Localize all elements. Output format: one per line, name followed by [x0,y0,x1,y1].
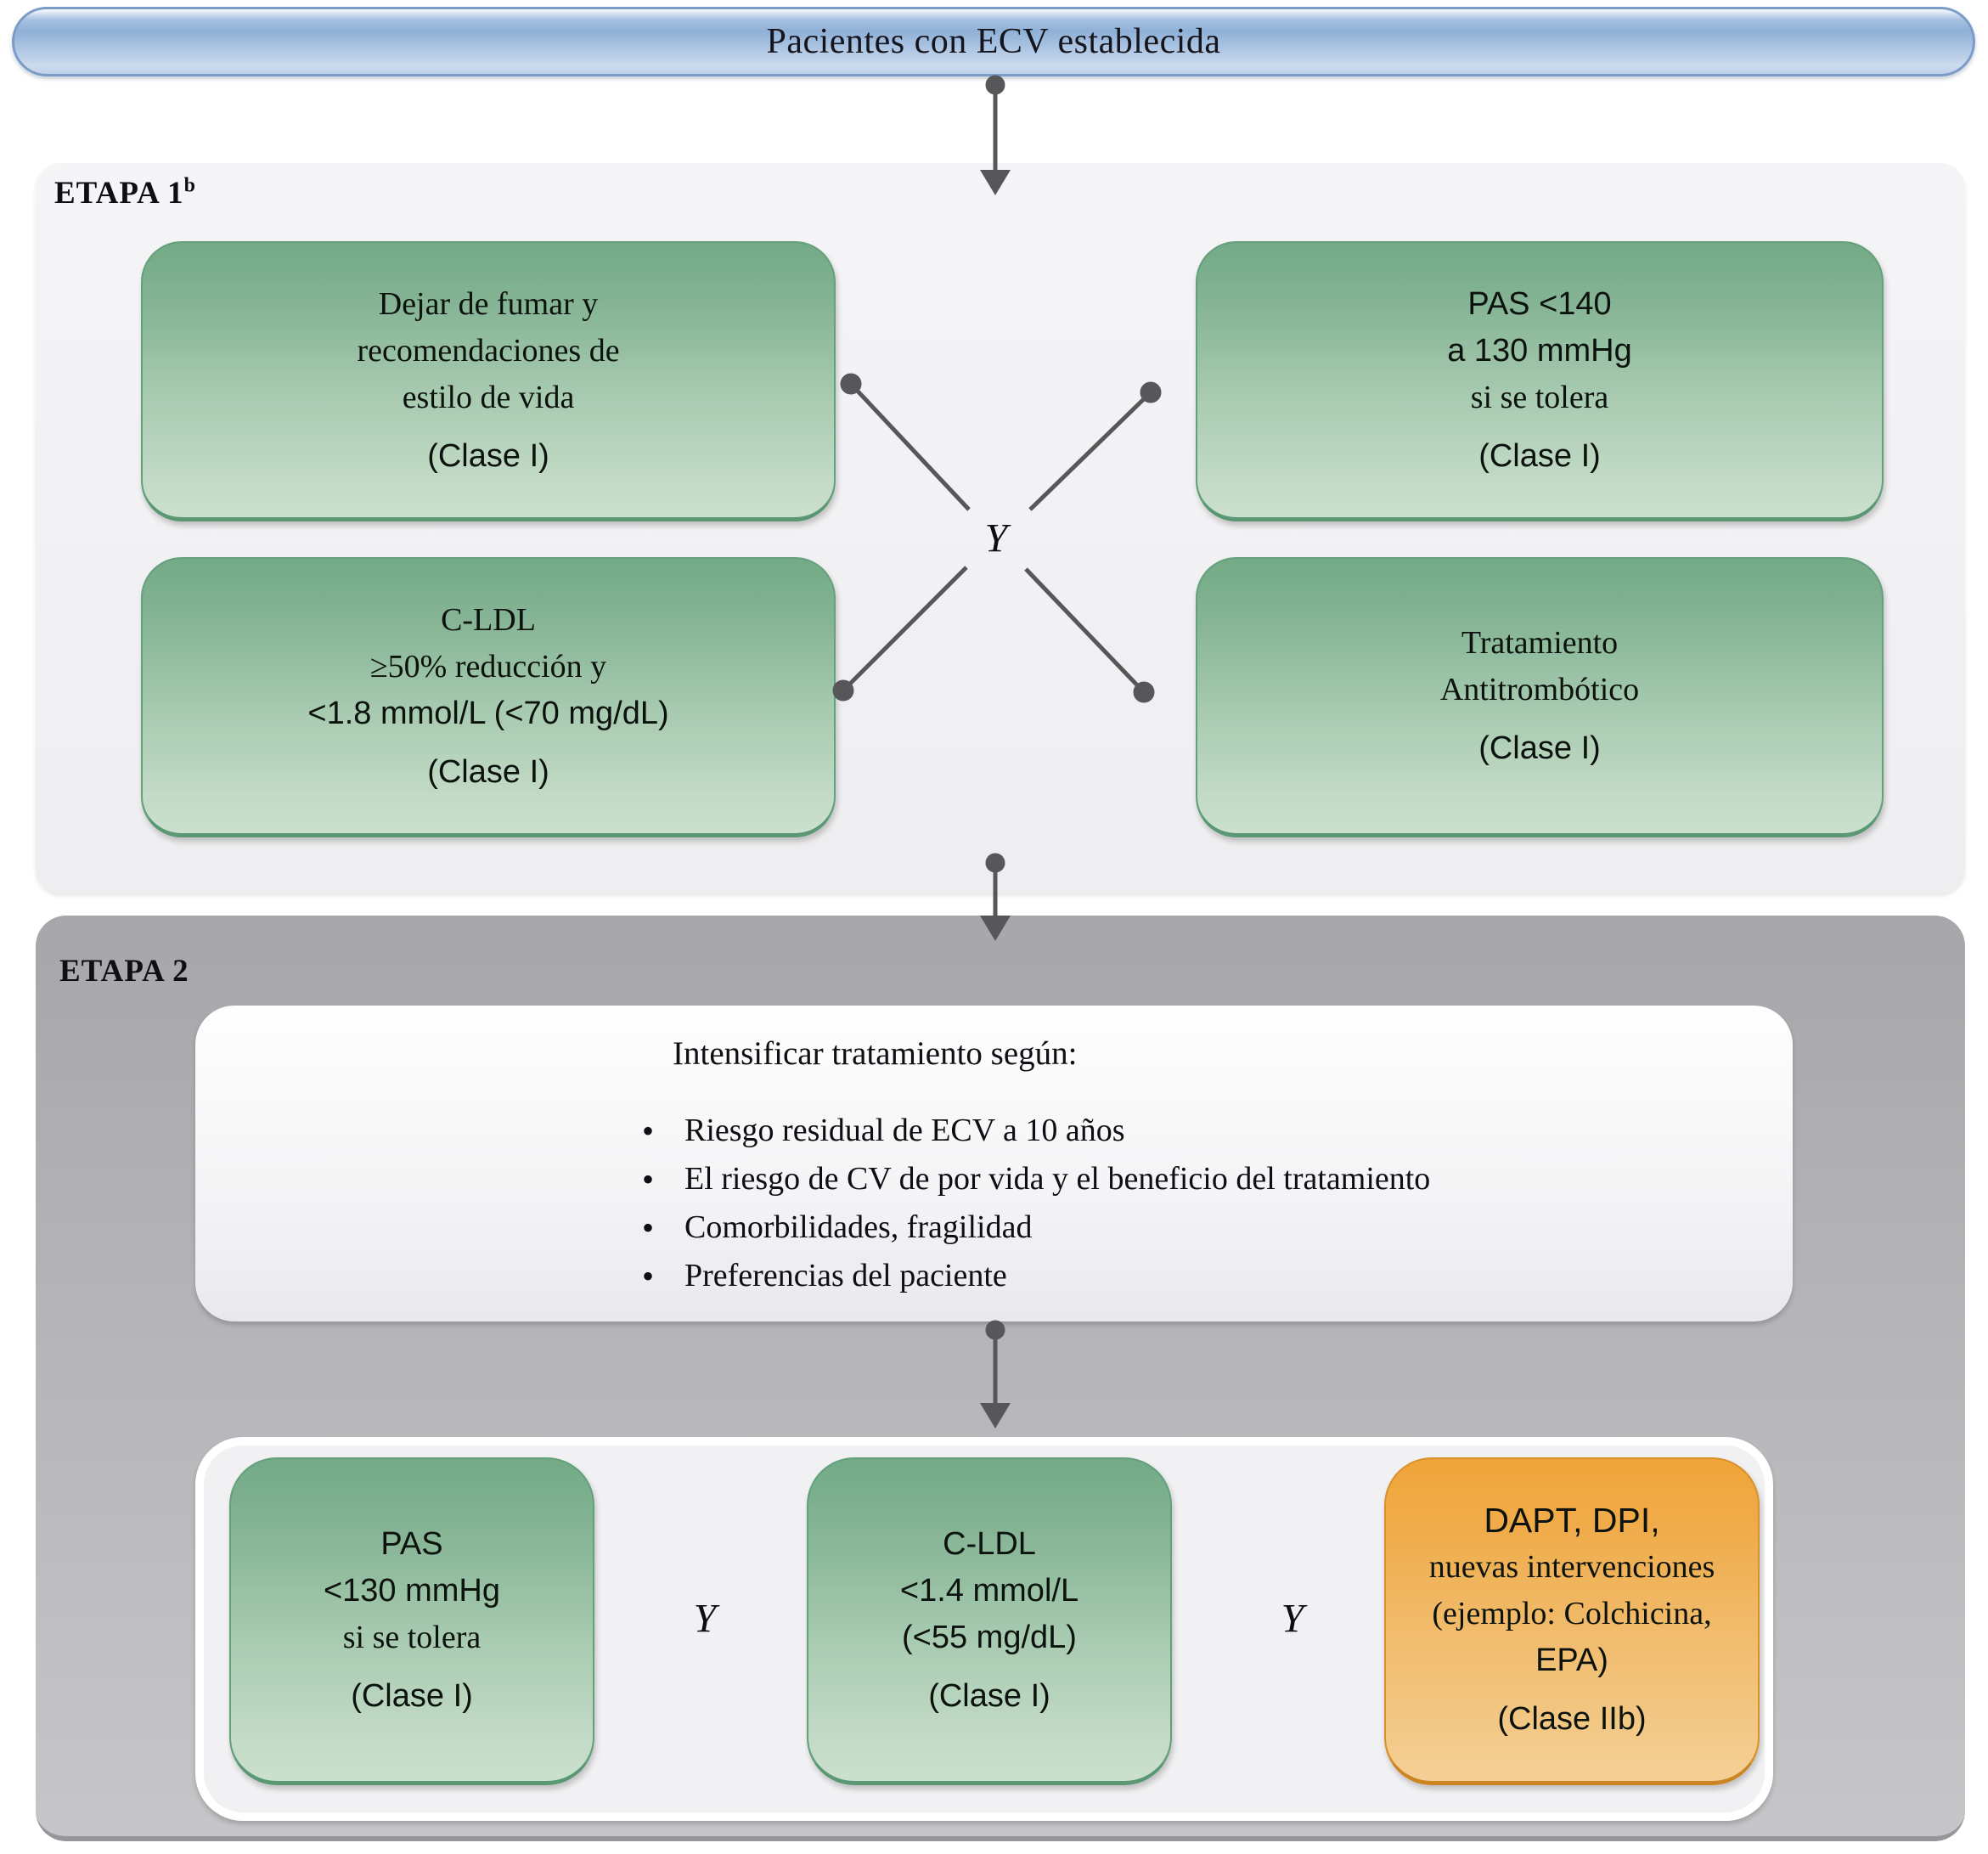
box-line: EPA) [1535,1643,1608,1678]
intensify-title: Intensificar tratamiento según: [673,1035,1078,1072]
bullet-item: Riesgo residual de ECV a 10 años [637,1107,1430,1155]
and-connector-label: Y [1281,1596,1304,1642]
box-line: <130 mmHg [323,1572,501,1609]
intensify-content: Intensificar tratamiento según: Riesgo r… [637,1034,1430,1300]
bullet-text: Riesgo residual de ECV a 10 años [684,1113,1125,1148]
bullet-text: El riesgo de CV de por vida y el benefic… [684,1161,1431,1197]
box-line: (ejemplo: Colchicina, [1432,1596,1712,1631]
bullet-item: Preferencias del paciente [637,1252,1430,1300]
box-line: <1.8 mmol/L (<70 mg/dL) [307,695,669,731]
and-connector-label: Y [693,1596,717,1642]
intensify-treatment-box: Intensificar tratamiento según: Riesgo r… [195,1006,1793,1321]
class-label: (Clase IIb) [1497,1701,1647,1737]
stage1-section: ETAPA 1b Dejar de fumar y recomendacione… [36,163,1965,893]
box-line: si se tolera [1470,379,1609,415]
class-label: (Clase I) [928,1677,1050,1714]
class-label: (Clase I) [351,1677,473,1714]
bullet-text: Comorbilidades, fragilidad [684,1209,1033,1245]
box-line: DAPT, DPI, [1484,1501,1660,1540]
box-pas-140: PAS <140 a 130 mmHg si se tolera (Clase … [1196,241,1884,521]
class-label: (Clase I) [1478,437,1601,474]
box-line: recomendaciones de [357,332,620,369]
intensify-bullet-list: Riesgo residual de ECV a 10 años El ries… [637,1107,1430,1300]
box-line: Antitrombótico [1439,672,1640,707]
stage2-label: ETAPA 2 [59,953,189,989]
box-line: (<55 mg/dL) [902,1619,1077,1655]
box-dapt-dpi-interventions: DAPT, DPI, nuevas intervenciones (ejempl… [1384,1457,1760,1785]
box-line: <1.4 mmol/L [899,1572,1079,1609]
box-cldl-1-4: C-LDL <1.4 mmol/L (<55 mg/dL) (Clase I) [807,1457,1172,1785]
box-antithrombotic: Tratamiento Antitrombótico (Clase I) [1196,557,1884,837]
box-smoking-lifestyle: Dejar de fumar y recomendaciones de esti… [141,241,836,521]
banner-title: Pacientes con ECV establecida [766,22,1221,61]
box-cldl-reduction: C-LDL ≥50% reducción y <1.8 mmol/L (<70 … [141,557,836,837]
banner-patients-ecv: Pacientes con ECV establecida [12,7,1975,76]
box-line: Dejar de fumar y [378,285,599,322]
class-label: (Clase I) [427,437,549,474]
bullet-item: El riesgo de CV de por vida y el benefic… [637,1155,1430,1203]
box-line: estilo de vida [402,379,575,415]
class-label: (Clase I) [1478,730,1601,766]
box-line: ≥50% reducción y [369,648,607,685]
stage2-section: ETAPA 2 Intensificar tratamiento según: … [36,916,1965,1841]
box-line: C-LDL [441,601,536,638]
stage1-label: ETAPA 1b [54,175,196,211]
stage2-label-text: ETAPA 2 [59,954,189,989]
box-line: PAS [380,1525,443,1562]
box-line: si se tolera [342,1619,482,1655]
connector-dot [985,75,1005,95]
bullet-item: Comorbilidades, fragilidad [637,1203,1430,1252]
and-connector-label: Y [984,516,1008,561]
bullet-text: Preferencias del paciente [684,1258,1007,1293]
class-label: (Clase I) [427,753,549,790]
box-line: C-LDL [943,1525,1036,1562]
box-pas-130: PAS <130 mmHg si se tolera (Clase I) [229,1457,594,1785]
box-line: Tratamiento [1461,625,1619,661]
box-line: a 130 mmHg [1447,332,1632,369]
stage1-footnote-marker: b [183,174,196,197]
box-line: nuevas intervenciones [1428,1549,1715,1585]
stage1-label-text: ETAPA 1 [54,176,184,211]
stage2-targets-container: PAS <130 mmHg si se tolera (Clase I) Y C… [195,1437,1773,1821]
box-line: PAS <140 [1467,285,1612,322]
